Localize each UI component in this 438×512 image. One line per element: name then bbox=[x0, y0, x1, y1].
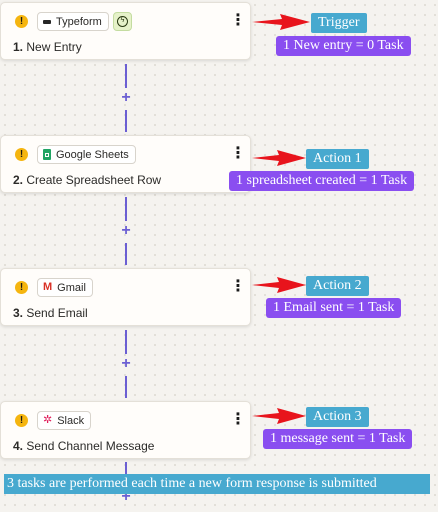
more-options-icon[interactable]: ⋮ bbox=[230, 145, 246, 162]
step-number: 1. bbox=[13, 40, 24, 54]
connector-line bbox=[125, 110, 127, 132]
bolt-icon: ϟ bbox=[117, 16, 128, 27]
red-arrow bbox=[252, 277, 306, 293]
typeform-icon bbox=[43, 19, 51, 24]
add-step-button[interactable]: + bbox=[121, 89, 131, 106]
red-arrow bbox=[252, 150, 306, 166]
step-title: 3. Send Email bbox=[13, 306, 88, 320]
step-card-gmail[interactable]: ! M Gmail ⋮ 3. Send Email bbox=[0, 268, 251, 326]
warning-icon: ! bbox=[15, 281, 28, 294]
add-step-button[interactable]: + bbox=[121, 222, 131, 239]
app-selector-slack[interactable]: ✲ Slack bbox=[37, 411, 92, 430]
step-title: 2. Create Spreadsheet Row bbox=[13, 173, 161, 187]
action-3-note: 1 message sent = 1 Task bbox=[263, 429, 413, 449]
action-2-label: Action 2 bbox=[306, 276, 369, 296]
trigger-label: Trigger bbox=[311, 13, 367, 33]
red-arrow bbox=[252, 408, 306, 424]
step-name: New Entry bbox=[26, 40, 82, 54]
connector-line bbox=[125, 376, 127, 398]
warning-icon: ! bbox=[15, 414, 28, 427]
add-step-button[interactable]: + bbox=[121, 355, 131, 372]
step-card-typeform[interactable]: ! Typeform ϟ ⋮ 1. New Entry bbox=[0, 2, 251, 60]
trigger-test-button[interactable]: ϟ bbox=[113, 12, 132, 31]
connector-line bbox=[125, 330, 127, 354]
slack-icon: ✲ bbox=[43, 414, 53, 426]
warning-icon: ! bbox=[15, 148, 28, 161]
action-2-note: 1 Email sent = 1 Task bbox=[266, 298, 402, 318]
step-number: 3. bbox=[13, 306, 24, 320]
action-1-note: 1 spreadsheet created = 1 Task bbox=[229, 171, 415, 191]
step-name: Send Channel Message bbox=[26, 439, 155, 453]
add-step-button[interactable]: + bbox=[121, 488, 131, 505]
app-name: Slack bbox=[57, 414, 85, 427]
step-number: 2. bbox=[13, 173, 24, 187]
more-options-icon[interactable]: ⋮ bbox=[230, 411, 246, 428]
step-name: Create Spreadsheet Row bbox=[26, 173, 162, 187]
connector-line bbox=[125, 64, 127, 88]
app-selector-google-sheets[interactable]: Google Sheets bbox=[37, 145, 136, 164]
trigger-note: 1 New entry = 0 Task bbox=[276, 36, 411, 56]
step-title: 4. Send Channel Message bbox=[13, 439, 154, 453]
step-card-google-sheets[interactable]: ! Google Sheets ⋮ 2. Create Spreadsheet … bbox=[0, 135, 251, 193]
connector-line bbox=[125, 197, 127, 221]
step-card-slack[interactable]: ! ✲ Slack ⋮ 4. Send Channel Message bbox=[0, 401, 251, 459]
step-number: 4. bbox=[13, 439, 24, 453]
action-3-label: Action 3 bbox=[306, 407, 369, 427]
more-options-icon[interactable]: ⋮ bbox=[230, 12, 246, 29]
app-name: Gmail bbox=[57, 281, 86, 294]
connector-line bbox=[125, 462, 127, 474]
summary-banner: 3 tasks are performed each time a new fo… bbox=[4, 474, 430, 494]
gmail-icon: M bbox=[43, 281, 53, 293]
step-name: Send Email bbox=[26, 306, 88, 320]
action-1-label: Action 1 bbox=[306, 149, 369, 169]
app-selector-gmail[interactable]: M Gmail bbox=[37, 278, 93, 297]
more-options-icon[interactable]: ⋮ bbox=[230, 278, 246, 295]
red-arrow bbox=[252, 14, 310, 30]
connector-line bbox=[125, 243, 127, 265]
app-name: Typeform bbox=[56, 15, 102, 28]
warning-icon: ! bbox=[15, 15, 28, 28]
app-selector-typeform[interactable]: Typeform bbox=[37, 12, 109, 31]
google-sheets-icon bbox=[43, 149, 51, 160]
step-title: 1. New Entry bbox=[13, 40, 82, 54]
app-name: Google Sheets bbox=[56, 148, 129, 161]
